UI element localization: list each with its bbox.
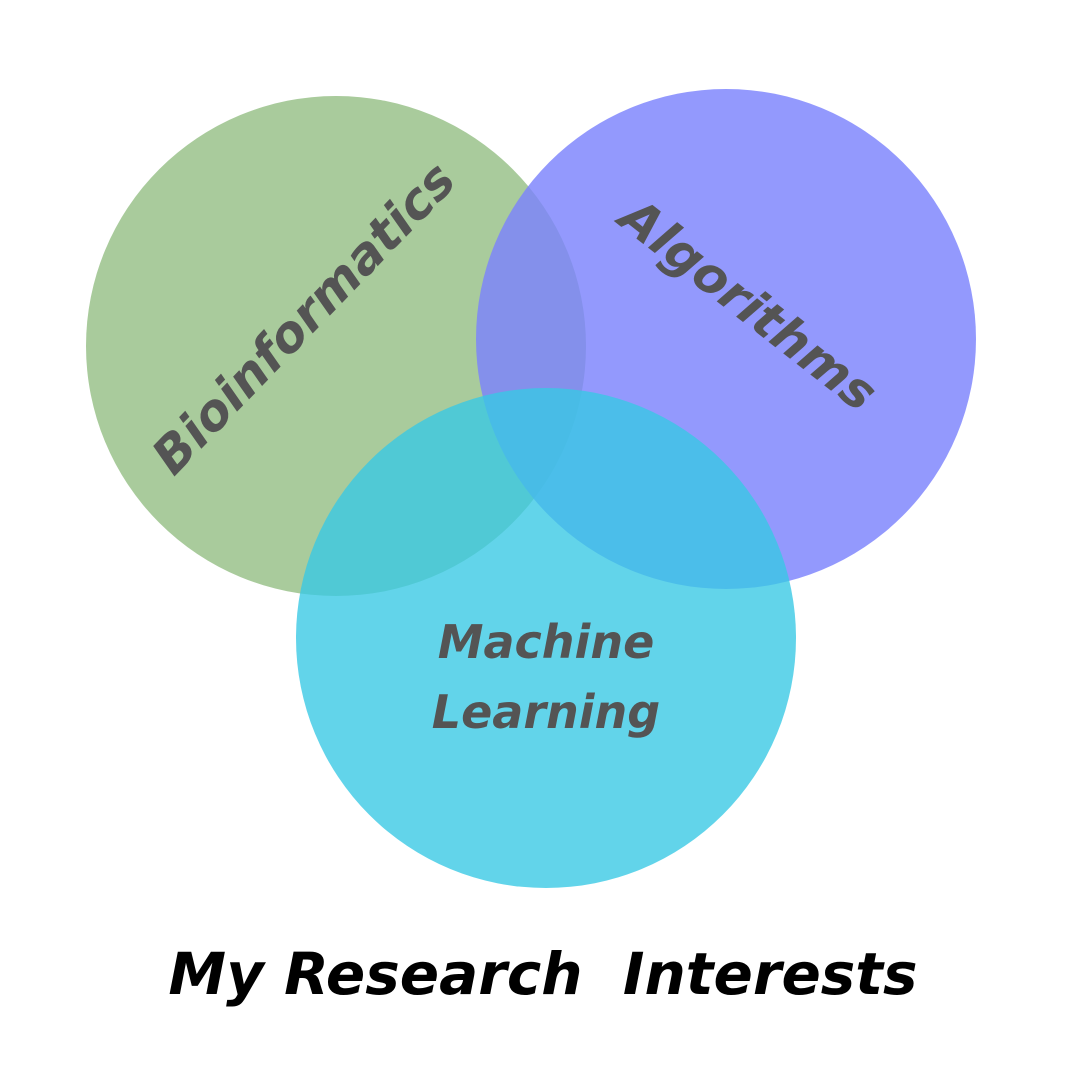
machine-learning-label-line1: Machine: [438, 615, 655, 669]
diagram-title: My Research Interests: [168, 940, 917, 1008]
machine-learning-circle: [296, 388, 796, 888]
machine-learning-label-line2: Learning: [432, 685, 660, 739]
